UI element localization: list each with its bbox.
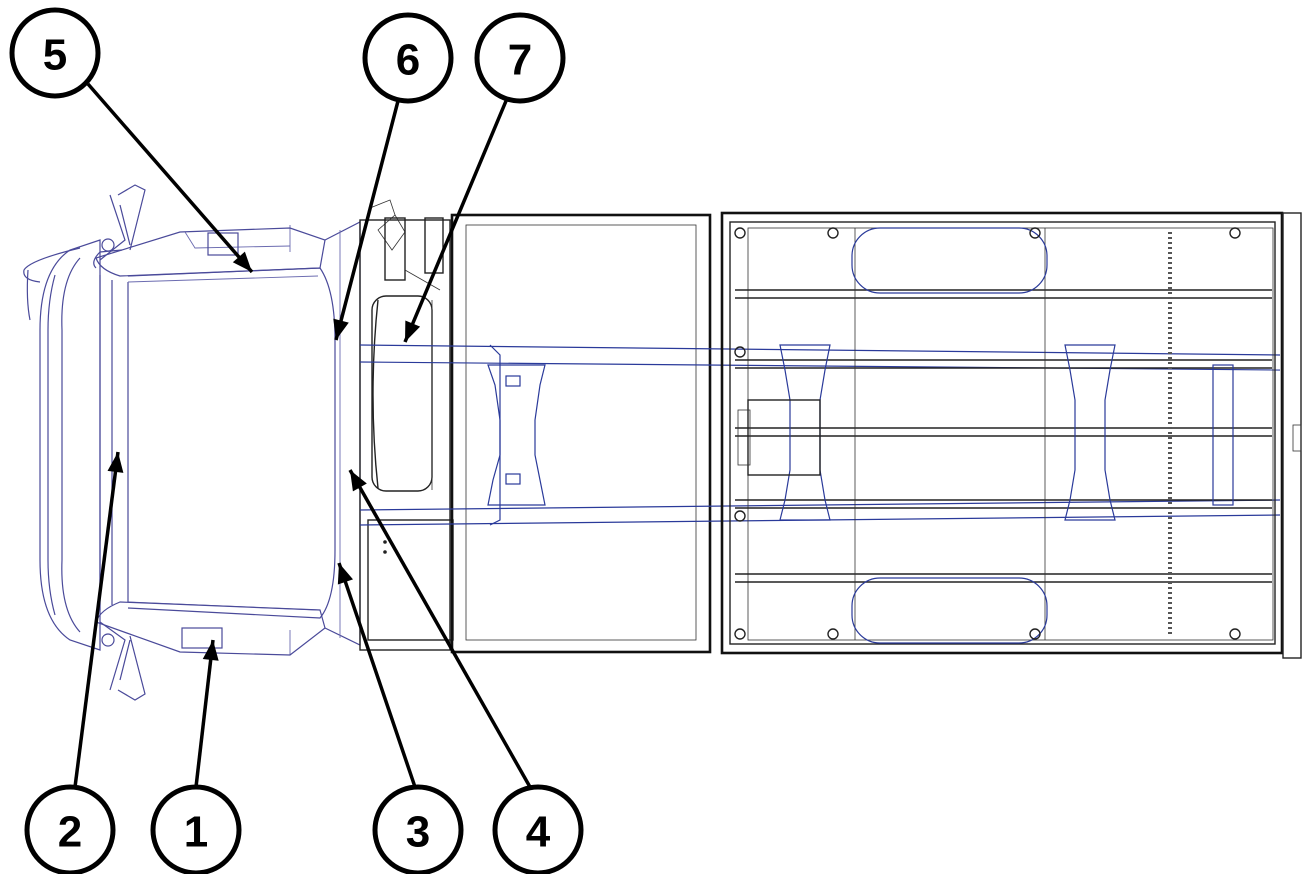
leader-line-1 [194, 639, 215, 788]
leader-line-4 [348, 469, 532, 788]
callout-6: 6 [333, 12, 454, 341]
callout-number-1: 1 [184, 808, 208, 857]
arrowhead-6 [333, 318, 349, 340]
callout-7: 7 [403, 12, 566, 343]
callout-5: 5 [9, 7, 254, 274]
leader-line-5 [86, 82, 254, 274]
arrowhead-7 [405, 320, 421, 342]
cab-mount-section [359, 199, 454, 651]
callout-number-6: 6 [396, 36, 420, 85]
arrowhead-3 [337, 563, 354, 585]
callout-4: 4 [348, 469, 584, 874]
callout-number-4: 4 [526, 808, 551, 857]
callout-2: 2 [24, 451, 124, 874]
arrowhead-5 [232, 251, 252, 272]
arrowhead-1 [202, 640, 219, 661]
cab [23, 184, 361, 701]
arrowhead-4 [350, 470, 367, 492]
leader-line-7 [403, 100, 508, 343]
callout-1: 1 [150, 639, 242, 874]
callout-circle-5 [9, 7, 101, 99]
leader-line-2 [73, 451, 120, 788]
arrowhead-2 [107, 452, 124, 473]
callout-circle-7 [474, 12, 566, 104]
callout-circle-6 [362, 12, 454, 104]
callout-circle-1 [150, 784, 242, 874]
callout-3: 3 [337, 562, 464, 874]
platform [450, 213, 712, 654]
rear-frame [720, 211, 1302, 659]
callout-number-2: 2 [58, 808, 82, 857]
callout-circle-4 [492, 784, 584, 874]
callout-number-3: 3 [406, 808, 430, 857]
leader-line-3 [337, 562, 417, 788]
callout-circle-3 [372, 784, 464, 874]
leader-line-6 [334, 100, 400, 341]
callout-number-5: 5 [43, 31, 67, 80]
callouts: 5 6 7 2 1 3 4 [9, 7, 584, 874]
callout-circle-2 [24, 784, 116, 874]
callout-number-7: 7 [508, 36, 532, 85]
